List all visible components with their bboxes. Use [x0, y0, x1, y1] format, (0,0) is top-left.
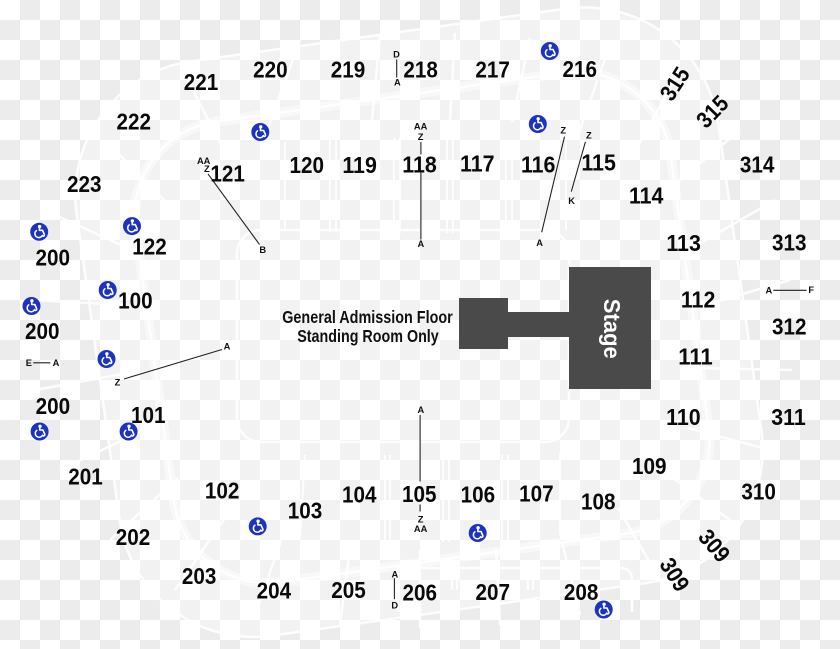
svg-text:205: 205 — [331, 577, 366, 603]
svg-text:110: 110 — [666, 404, 701, 430]
svg-text:120: 120 — [290, 152, 325, 178]
svg-text:122: 122 — [132, 234, 167, 260]
svg-text:314: 314 — [740, 152, 775, 178]
svg-text:A: A — [392, 570, 399, 580]
svg-text:109: 109 — [632, 453, 667, 479]
svg-text:220: 220 — [253, 56, 288, 82]
svg-text:A: A — [418, 405, 425, 415]
svg-text:200: 200 — [35, 245, 70, 271]
svg-text:Z: Z — [418, 132, 424, 142]
svg-text:B: B — [259, 245, 266, 255]
svg-text:106: 106 — [461, 481, 496, 507]
svg-text:AA: AA — [414, 524, 428, 534]
svg-text:F: F — [808, 285, 814, 295]
svg-text:113: 113 — [666, 230, 701, 256]
svg-text:310: 310 — [741, 478, 776, 504]
svg-text:115: 115 — [581, 150, 616, 176]
svg-text:200: 200 — [36, 393, 71, 419]
svg-text:103: 103 — [288, 498, 323, 524]
svg-text:111: 111 — [678, 343, 713, 369]
svg-text:Z: Z — [586, 131, 592, 141]
svg-text:118: 118 — [402, 151, 437, 177]
svg-text:Standing Room Only: Standing Room Only — [297, 326, 439, 346]
svg-text:218: 218 — [403, 57, 438, 83]
svg-text:112: 112 — [681, 287, 716, 313]
svg-text:Stage: Stage — [599, 299, 625, 359]
svg-text:119: 119 — [342, 152, 377, 178]
svg-text:208: 208 — [564, 579, 599, 605]
svg-text:200: 200 — [25, 318, 60, 344]
svg-text:121: 121 — [210, 161, 245, 187]
svg-text:203: 203 — [182, 563, 217, 589]
svg-text:A: A — [417, 239, 424, 249]
svg-text:117: 117 — [460, 151, 495, 177]
svg-text:311: 311 — [771, 404, 806, 430]
svg-text:223: 223 — [67, 171, 102, 197]
svg-text:116: 116 — [521, 152, 556, 178]
svg-text:221: 221 — [184, 69, 219, 95]
svg-text:313: 313 — [772, 229, 807, 255]
svg-text:A: A — [536, 238, 543, 248]
svg-text:Z: Z — [204, 164, 210, 174]
svg-text:K: K — [568, 196, 575, 206]
svg-text:312: 312 — [772, 314, 807, 340]
svg-text:Z: Z — [418, 514, 424, 524]
svg-text:216: 216 — [563, 56, 598, 82]
svg-text:202: 202 — [116, 524, 151, 550]
svg-text:A: A — [224, 341, 231, 351]
svg-text:A: A — [53, 358, 60, 368]
svg-text:Z: Z — [115, 377, 121, 387]
svg-text:101: 101 — [131, 402, 166, 428]
svg-text:204: 204 — [257, 578, 292, 604]
svg-text:AA: AA — [197, 156, 211, 166]
svg-text:AA: AA — [414, 122, 428, 132]
svg-text:207: 207 — [476, 579, 511, 605]
svg-text:E: E — [26, 358, 32, 368]
svg-text:219: 219 — [331, 56, 366, 82]
svg-text:217: 217 — [475, 56, 510, 82]
svg-text:102: 102 — [205, 478, 240, 504]
svg-text:104: 104 — [342, 481, 377, 507]
svg-text:105: 105 — [402, 481, 437, 507]
svg-text:206: 206 — [402, 579, 437, 605]
svg-text:Z: Z — [560, 126, 566, 136]
svg-text:A: A — [394, 77, 401, 87]
svg-text:D: D — [393, 50, 400, 60]
svg-text:A: A — [766, 285, 773, 295]
svg-text:222: 222 — [117, 109, 152, 135]
svg-text:107: 107 — [519, 481, 554, 507]
svg-text:D: D — [391, 601, 398, 611]
svg-text:General Admission Floor: General Admission Floor — [282, 307, 453, 327]
svg-text:100: 100 — [118, 288, 153, 314]
svg-text:114: 114 — [629, 182, 664, 208]
svg-text:108: 108 — [581, 489, 616, 515]
svg-text:201: 201 — [68, 464, 103, 490]
